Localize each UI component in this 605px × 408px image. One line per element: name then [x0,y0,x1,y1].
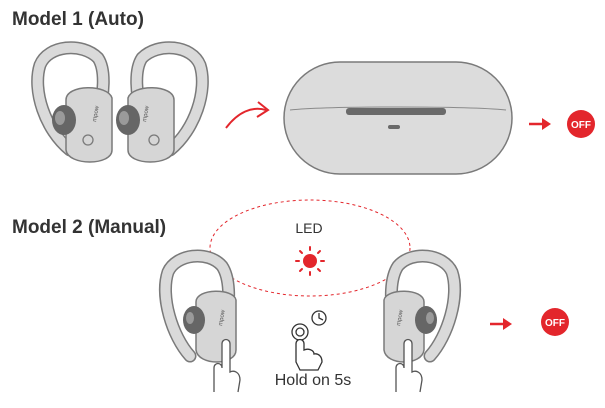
led-flash-icon [295,246,325,276]
svg-text:OFF: OFF [545,318,565,329]
model1-heading: Model 1 (Auto) [12,9,144,30]
model1-left-logo: mpow [92,105,101,122]
svg-text:OFF: OFF [571,120,591,131]
curved-arrow-icon [225,101,270,129]
model2-heading: Model 2 (Manual) [12,217,167,238]
finger-icon [213,338,241,393]
finger-icon [395,338,423,393]
charging-case [283,61,513,175]
press-hand-icon [291,323,323,371]
model2-right-earbud: mpow [383,249,462,363]
right-arrow-icon [490,318,512,330]
led-label: LED [295,220,322,236]
model2-left-logo: mpow [218,309,227,326]
model2-off-badge: OFF [541,308,569,336]
model1-right-earbud: mpow [116,41,209,163]
model2-right-logo: mpow [396,309,405,326]
model1-right-logo: mpow [142,105,151,122]
right-arrow-icon [529,118,551,130]
model1-left-earbud: mpow [31,41,113,163]
hold-instruction: Hold on 5s [275,372,352,389]
model1-off-badge: OFF [567,110,595,138]
clock-icon [311,310,327,326]
